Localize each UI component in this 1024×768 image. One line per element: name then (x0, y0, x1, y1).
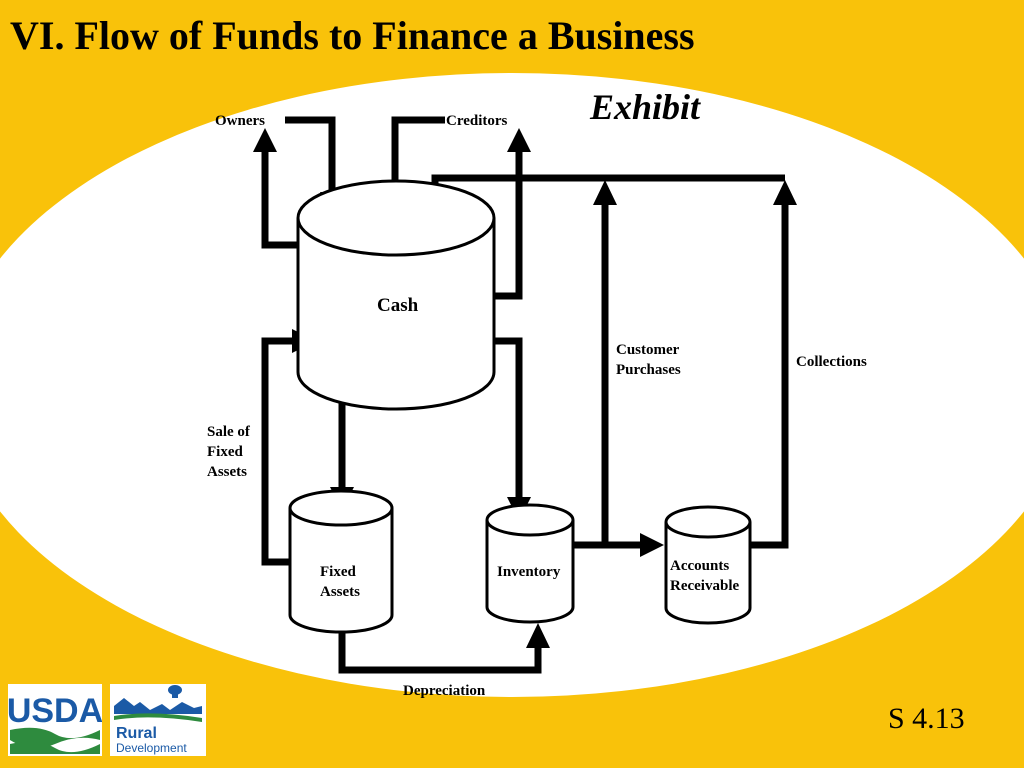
sale-of-fixed-assets-line (261, 337, 295, 566)
town-skyline-icon (114, 698, 202, 714)
ar-in-arrowhead (640, 533, 664, 557)
slide-title: VI. Flow of Funds to Finance a Business (10, 13, 695, 58)
sale-line-3: Assets (207, 464, 247, 480)
depreciation-arrowhead (526, 623, 550, 648)
owners-label: Owners (215, 113, 265, 129)
customer-purchases-arrowhead (593, 180, 617, 205)
collections-line (750, 200, 789, 549)
white-panel (0, 73, 1024, 697)
rural-development-logo: Rural Development (110, 684, 206, 756)
customer-purchases-line-1: Customer (616, 342, 680, 358)
creditors-label: Creditors (446, 113, 508, 129)
usda-logo-graphic: USDA (7, 692, 103, 754)
owners-inflow-line (285, 116, 336, 200)
customer-purchases-line-2: Purchases (616, 362, 681, 378)
rd-field-icon (114, 713, 202, 722)
fixed-assets-line-1: Fixed (320, 564, 356, 580)
owners-arrowhead (253, 128, 277, 152)
ar-line-2: Receivable (670, 578, 740, 594)
creditors-inflow-line (391, 116, 445, 200)
usda-wordmark: USDA (8, 692, 102, 730)
collections-arrowhead (773, 180, 797, 205)
fixed-assets-cylinder (288, 489, 394, 634)
fixed-assets-label: Fixed Assets (320, 562, 360, 602)
creditors-out-arrowhead (507, 128, 531, 152)
cash-cylinder (296, 179, 496, 411)
rd-development-text: Development (116, 741, 187, 755)
inventory-label: Inventory (497, 564, 561, 580)
ar-label: Accounts Receivable (670, 556, 739, 596)
flow-diagram (261, 116, 789, 674)
collections-label: Collections (796, 354, 867, 370)
depreciation-line (338, 632, 542, 674)
sale-of-fixed-assets-label: Sale of Fixed Assets (207, 422, 250, 482)
sale-line-2: Fixed (207, 444, 243, 460)
fixed-assets-line-2: Assets (320, 584, 360, 600)
owners-outflow-line (261, 150, 298, 249)
rd-rural-text: Rural (116, 725, 157, 742)
creditors-outflow-line (495, 150, 523, 300)
cash-to-inventory-line (495, 337, 523, 500)
cash-label: Cash (377, 295, 419, 316)
usda-logo: USDA (7, 684, 103, 756)
ar-cylinder (664, 505, 752, 625)
customer-purchases-label: Customer Purchases (616, 340, 681, 380)
rd-logo-graphic: Rural Development (114, 685, 202, 755)
ar-line-1: Accounts (670, 558, 730, 574)
usda-field-icon (10, 741, 100, 754)
exhibit-label: Exhibit (590, 87, 701, 127)
inventory-cylinder (485, 503, 575, 624)
depreciation-label: Depreciation (403, 683, 486, 699)
sale-line-1: Sale of (207, 424, 250, 440)
slide-number: S 4.13 (888, 702, 965, 735)
